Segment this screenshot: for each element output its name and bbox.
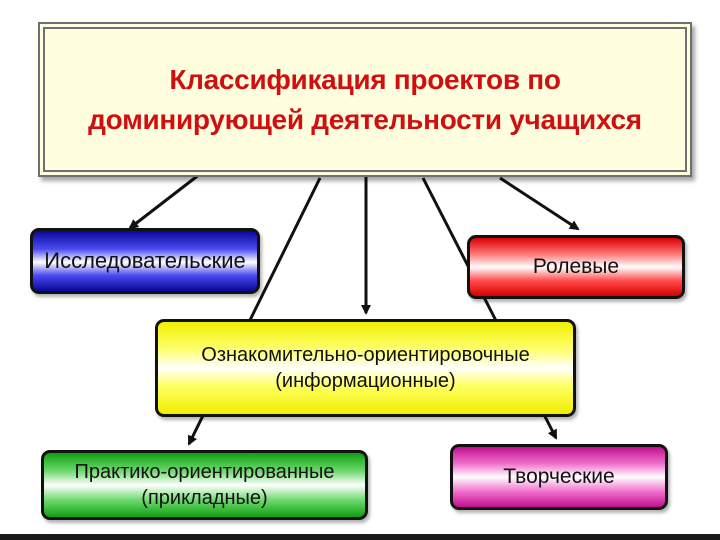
node-info: Ознакомительно-ориентировочные (информац… xyxy=(155,319,576,417)
diagram-title: Классификация проектов по доминирующей д… xyxy=(88,63,642,135)
node-role: Ролевые xyxy=(467,235,685,299)
node-research: Исследовательские xyxy=(30,228,260,294)
bottom-bar xyxy=(0,534,720,540)
arrow-to-research xyxy=(128,172,201,230)
title-inner-frame: Классификация проектов по доминирующей д… xyxy=(43,27,687,172)
node-creative: Творческие xyxy=(450,444,668,510)
arrow-to-role xyxy=(499,176,580,231)
node-practice: Практико-ориентированные (прикладные) xyxy=(41,450,368,520)
title-box: Классификация проектов по доминирующей д… xyxy=(38,22,692,177)
